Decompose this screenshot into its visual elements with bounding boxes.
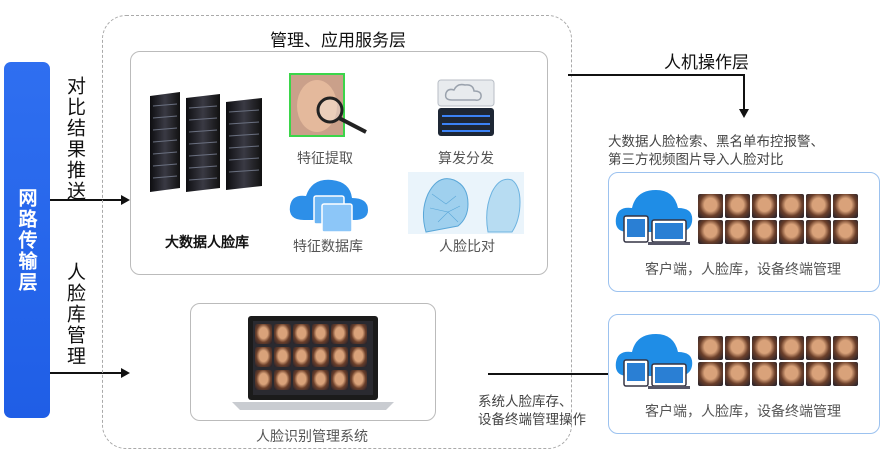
- hci-layer-title: 人机操作层: [664, 53, 749, 73]
- push-arrow-line: [50, 199, 122, 201]
- hci-arrow-head: [739, 109, 749, 118]
- face-grid-client-1: [698, 194, 862, 246]
- algorithm-dispatch-icon: [437, 79, 495, 136]
- push-arrow-head: [121, 195, 130, 205]
- face-system-caption: 人脸识别管理系统: [256, 429, 368, 445]
- algorithm-dispatch-label: 算发分发: [438, 151, 494, 167]
- network-layer-label: 网路传输层: [15, 187, 38, 293]
- face-comparison-icon: [408, 172, 524, 234]
- feature-extract-label: 特征提取: [297, 151, 353, 167]
- management-layer-title: 管理、应用服务层: [270, 31, 406, 51]
- big-data-lib-label: 大数据人脸库: [165, 235, 249, 251]
- management-layer-container: [102, 15, 572, 449]
- cloud-device-icon-1: [615, 190, 693, 245]
- cloud-device-icon-2: [615, 334, 693, 389]
- push-results-label: 对比结果推送: [64, 76, 86, 202]
- hci-connector-horizontal: [568, 74, 744, 76]
- feature-database-icon: [289, 179, 368, 233]
- face-compare-label: 人脸比对: [439, 239, 495, 255]
- hci-desc-line1: 大数据人脸检索、黑名单布控报警、: [608, 134, 824, 150]
- face-grid-client-2: [698, 336, 862, 388]
- mgmt-arrow-line: [50, 372, 122, 374]
- face-lib-mgmt-label: 人脸库管理: [64, 262, 86, 367]
- mgmt-arrow-head: [121, 368, 130, 378]
- hci-description: 大数据人脸检索、黑名单布控报警、 第三方视频图片导入人脸对比: [608, 133, 824, 169]
- face-grid-laptop: [254, 322, 372, 394]
- feature-extraction-icon: [289, 73, 367, 137]
- network-transport-layer: 网路传输层: [4, 62, 50, 418]
- server-rack-icon: [150, 92, 262, 192]
- bottom-note-line2: 设备终端管理操作: [478, 412, 586, 428]
- bottom-note: 系统人脸库存、 设备终端管理操作: [478, 393, 586, 429]
- hci-connector-vertical: [743, 74, 745, 110]
- client-caption-2: 客户端，人脸库，设备终端管理: [645, 404, 841, 420]
- bottom-note-line1: 系统人脸库存、: [478, 394, 573, 410]
- hci-desc-line2: 第三方视频图片导入人脸对比: [608, 152, 784, 168]
- client-connector-line: [488, 373, 608, 375]
- feature-db-label: 特征数据库: [293, 239, 363, 255]
- client-caption-1: 客户端，人脸库，设备终端管理: [645, 262, 841, 278]
